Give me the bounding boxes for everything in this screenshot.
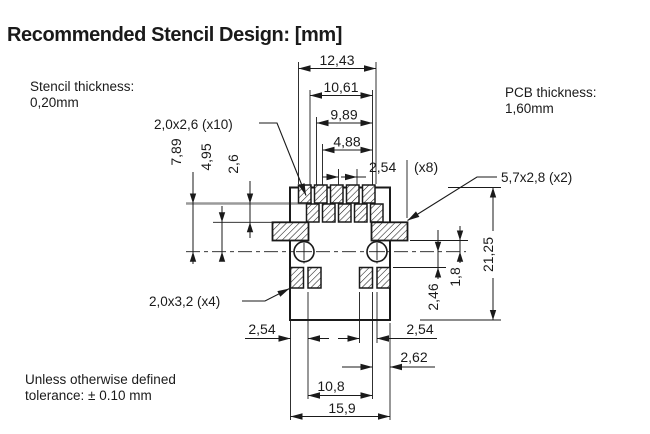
aperture-pad (307, 266, 322, 289)
side-aperture-right (370, 221, 409, 242)
arrowhead-icon (456, 251, 464, 262)
dim-bottom-right-2-54: 2,54 (406, 321, 433, 337)
leader-line-bottom-apertures (242, 288, 290, 302)
callout-top-apertures: 2,0x2,6 (x10) (154, 117, 233, 132)
leader-line-side-apertures (407, 176, 497, 221)
aperture-pad (369, 203, 384, 223)
callout-bottom-apertures: 2,0x3,2 (x4) (149, 294, 220, 309)
top-aperture-row-1 (297, 184, 376, 204)
arrowhead-icon (434, 267, 442, 278)
dim-width-10-61: 10,61 (323, 79, 358, 95)
arrowhead-icon (246, 222, 254, 233)
aperture-pad (353, 203, 368, 223)
pcb-thickness-value: 1,60mm (505, 101, 554, 116)
dim-bottom-10-8: 10,8 (317, 378, 344, 394)
tolerance-note-line2: tolerance: ± 0.10 mm (25, 388, 152, 403)
dim-bottom-15-9: 15,9 (328, 400, 355, 416)
aperture-pad (297, 184, 312, 204)
arrowhead-icon (189, 251, 197, 262)
aperture-pad (345, 184, 360, 204)
leader-lines (242, 122, 497, 302)
arrowhead-icon (189, 193, 197, 204)
dim-bottom-left-2-54: 2,54 (248, 321, 275, 337)
stencil-thickness-label: Stencil thickness: (30, 79, 134, 94)
tolerance-note-line1: Unless otherwise defined (25, 372, 176, 387)
arrowhead-icon (489, 310, 497, 320)
leader-line-top-apertures (259, 122, 307, 196)
dim-width-12-43: 12,43 (319, 52, 354, 68)
arrowhead-icon (456, 230, 464, 241)
dim-left-4-95: 4,95 (198, 143, 214, 170)
aperture-pad (289, 266, 305, 289)
dim-left-7-89: 7,89 (168, 138, 184, 165)
dim-pitch-2-54: 2,54 (369, 159, 396, 175)
aperture-pad (358, 266, 374, 289)
arrowhead-icon (218, 251, 226, 262)
arrowhead-icon (434, 241, 442, 252)
arrowhead-icon (218, 212, 226, 223)
side-aperture-left (271, 221, 310, 242)
dim-left-2-6: 2,6 (225, 154, 241, 174)
dim-pitch-count: (x8) (414, 159, 438, 175)
dim-right-21-25: 21,25 (480, 237, 496, 272)
aperture-pad (376, 266, 391, 289)
aperture-pad (361, 184, 376, 204)
aperture-pad (321, 203, 336, 223)
aperture-pad (305, 203, 320, 223)
aperture-pad (313, 184, 328, 204)
dimension-lines (189, 65, 497, 420)
dim-width-9-89: 9,89 (330, 107, 357, 123)
aperture-pad (329, 184, 344, 204)
bottom-aperture-group (289, 266, 391, 289)
arrowhead-icon (246, 193, 254, 204)
dim-right-2-46: 2,46 (425, 283, 441, 310)
top-aperture-row-2 (305, 203, 384, 223)
arrowhead-icon (489, 187, 497, 198)
crosshair-icon (296, 243, 312, 260)
stencil-thickness-value: 0,20mm (30, 95, 79, 110)
pcb-thickness-label: PCB thickness: (505, 85, 597, 100)
aperture-pad (337, 203, 352, 223)
dim-bottom-2-62: 2,62 (400, 349, 427, 365)
crosshair-icon (369, 243, 385, 260)
callout-side-apertures: 5,7x2,8 (x2) (501, 170, 572, 185)
dim-width-4-88: 4,88 (333, 134, 360, 150)
dim-right-1-8: 1,8 (447, 267, 463, 287)
drawing-title: Recommended Stencil Design: [mm] (7, 24, 342, 46)
